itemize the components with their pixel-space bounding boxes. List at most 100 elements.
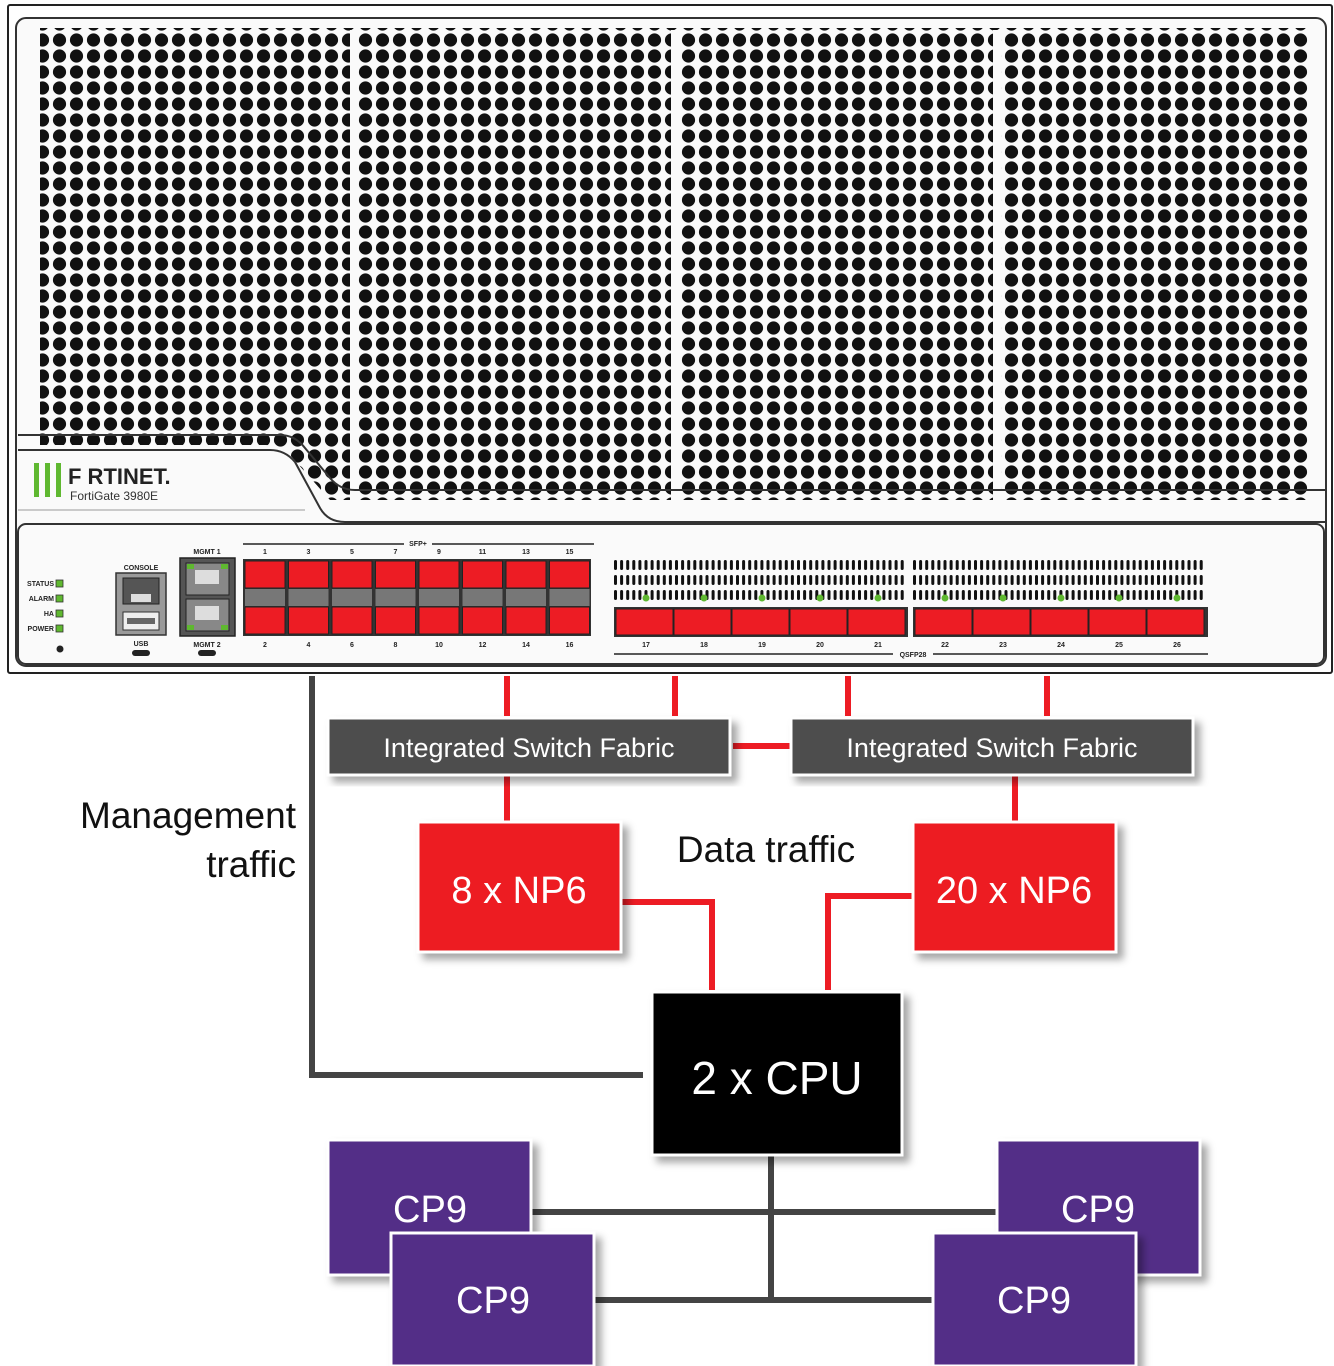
qsfp-vent-slot [1138,560,1142,570]
qsfp-vent-slot [967,560,971,570]
qsfp-vent-slot [845,560,849,570]
sfp-top-port-number: 9 [437,549,441,556]
qsfp-vent-slot [662,575,666,585]
console-port: CONSOLE USB [115,565,167,656]
qsfp-vent-slot [742,590,746,600]
qsfp-vent-slot [772,560,776,570]
qsfp-vent-slot [797,560,800,570]
qsfp-led [758,594,766,602]
qsfp-vent-slot [937,560,941,570]
qsfp-vent-slot [760,575,764,585]
qsfp-vent-slot [668,560,672,570]
qsfp-vent-slot [1150,560,1154,570]
qsfp-port-25 [1088,608,1147,636]
qsfp-vent-slot [858,575,861,585]
sfp-led-strip [462,589,503,606]
qsfp-vent-slot [1035,560,1038,570]
sfp-bottom-port-number: 2 [263,642,267,649]
qsfp-vent-slot [1132,560,1136,570]
qsfp-vent-slot [1102,560,1106,570]
qsfp-port-18 [673,608,732,636]
qsfp-vent-slot [784,560,788,570]
sfp-top-port-number: 13 [522,549,530,556]
qsfp-vent-slot [1163,560,1167,570]
qsfp-port-23 [972,608,1031,636]
sfp-bottom-port-number: 6 [350,642,354,649]
np6-left-block: 8 x NP6 [416,820,623,954]
qsfp-vent-slot [1047,560,1051,570]
qsfp-vent-slot [925,560,929,570]
qsfp-port-number: 18 [700,642,708,649]
qsfp-vent-slot [1126,575,1130,585]
qsfp-vent-slot [1102,590,1106,600]
sfp-top-port-number: 5 [350,549,354,556]
qsfp-vent-slot [803,590,807,600]
qsfp-vent-slot [650,575,654,585]
qsfp-vent-slot [876,560,880,570]
qsfp-vent-slot [656,560,660,570]
qsfp-vent-slot [992,590,996,600]
qsfp-vent-slot [809,560,813,570]
qsfp-vent-slot [729,575,733,585]
qsfp-vent-slot [913,590,916,600]
qsfp-vent-slot [1187,575,1191,585]
cp9-label-4: CP9 [997,1280,1071,1322]
qsfp-vent-slot [943,575,947,585]
qsfp-vent-slot [827,590,831,600]
qsfp-vent-slot [626,575,630,585]
qsfp-vent-slot [1077,560,1081,570]
qsfp-vent-slot [900,560,904,570]
sfp-led-strip [332,589,372,606]
qsfp-led [1057,594,1065,602]
sfp-led-strip [245,589,285,606]
qsfp-vent-slot [638,575,642,585]
sfp-port-15 [549,560,590,589]
qsfp-port-number: 22 [941,642,949,649]
qsfp-vent-slot [729,590,733,600]
sfp-port-5 [331,560,373,589]
qsfp-vent-slot [1028,590,1032,600]
qsfp-vent-slot [1175,560,1179,570]
qsfp-vent-slot [1187,590,1191,600]
qsfp-vent-slot [992,575,996,585]
qsfp-vent-slot [845,575,849,585]
qsfp-vent-slot [845,590,849,600]
qsfp-vent-slot [778,575,782,585]
qsfp-vent-slot [644,560,648,570]
sfp-bottom-port-number: 14 [522,642,530,649]
qsfp-vent-slot [967,590,971,600]
qsfp-vent-slot [1181,575,1185,585]
qsfp-vent-slot [1157,590,1160,600]
qsfp-port-number: 17 [642,642,650,649]
qsfp-vent-slot [650,560,654,570]
mgmt-ports: MGMT 1 MGMT 2 [179,549,236,656]
qsfp-port-number: 24 [1057,642,1065,649]
qsfp-vent-slot [693,575,697,585]
qsfp-vent-slot [772,590,776,600]
qsfp-vent-slot [986,575,990,585]
svg-text:CONSOLE: CONSOLE [124,565,159,572]
qsfp-vent-slot [687,575,691,585]
qsfp-vent-slot [1144,575,1148,585]
qsfp-vent-slot [1047,575,1051,585]
qsfp-vent-slot [772,575,776,585]
qsfp-vent-slot [644,575,648,585]
qsfp-vent-slot [864,590,868,600]
qsfp-vent-slot [1132,590,1136,600]
switch-fabric-left: Integrated Switch Fabric [326,716,732,777]
qsfp-vent-slot [955,560,959,570]
qsfp-vent-slot [1077,575,1081,585]
qsfp-vent-slot [797,575,800,585]
qsfp-vent-slot [742,575,746,585]
qsfp-vent-slot [614,560,617,570]
qsfp-vent-slot [632,560,636,570]
qsfp-vent-slot [1065,590,1069,600]
qsfp-vent-slot [961,575,965,585]
qsfp-vent-slot [833,575,837,585]
qsfp-vent-slot [748,590,752,600]
connection-lines [309,676,1050,1303]
qsfp-vent-slot [723,575,727,585]
qsfp-vent-slot [961,560,965,570]
